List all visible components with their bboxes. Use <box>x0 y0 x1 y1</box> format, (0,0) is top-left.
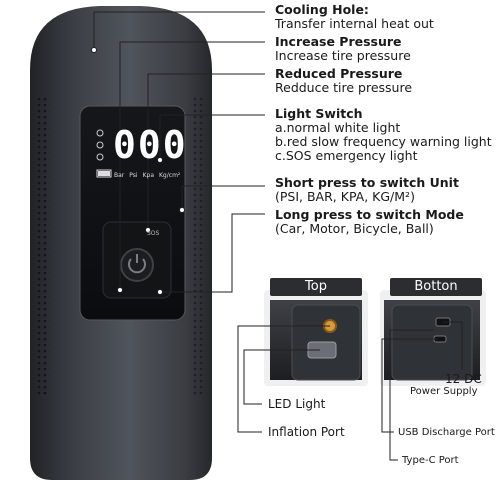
power-button-shape <box>120 248 154 282</box>
unit-kpa: Kpa <box>142 172 154 179</box>
reduced-pressure-desc: Redduce tire pressure <box>275 80 413 95</box>
cooling-holes <box>34 95 50 395</box>
cooling-hole-title: Cooling Hole: <box>275 2 369 17</box>
short-press-desc: (PSI, BAR, KPA, KG/M²) <box>275 189 415 204</box>
increase-pressure-title: Increase Pressure <box>275 34 402 49</box>
light-switch-title: Light Switch <box>275 106 363 121</box>
short-press-callout: Short press to switch Unit (PSI, BAR, KP… <box>275 176 459 204</box>
dc-value-label: 12 DC <box>445 372 482 386</box>
unit-bar: Bar <box>114 172 125 179</box>
bottom-tab: Botton <box>390 278 482 296</box>
power-supply-label: Power Supply <box>410 386 478 397</box>
pressure-display: 000 <box>113 123 188 167</box>
top-tab: Top <box>270 278 362 296</box>
increase-pressure-desc: Increase tire pressure <box>275 48 411 63</box>
unit-row: Bar Psi Kpa Kg/cm² <box>114 172 180 179</box>
light-switch-line-c: c.SOS emergency light <box>275 148 418 163</box>
reduced-pressure-callout: Reduced Pressure Redduce tire pressure <box>275 67 412 95</box>
inflation-port-label: Inflation Port <box>268 425 345 439</box>
long-press-title: Long press to switch Mode <box>275 207 464 222</box>
light-switch-callout: Light Switch a.normal white light b.red … <box>275 107 492 163</box>
light-switch-line-b: b.red slow frequency warning light <box>275 134 492 149</box>
sos-label: SOS <box>147 230 160 237</box>
unit-kgcm: Kg/cm² <box>159 172 181 179</box>
unit-psi: Psi <box>129 172 138 179</box>
light-switch-line-a: a.normal white light <box>275 120 401 135</box>
reduced-pressure-title: Reduced Pressure <box>275 66 403 81</box>
long-press-callout: Long press to switch Mode (Car, Motor, B… <box>275 208 464 236</box>
type-c-port-label: Type-C Port <box>402 455 459 466</box>
long-press-desc: (Car, Motor, Bicycle, Ball) <box>275 221 434 236</box>
short-press-title: Short press to switch Unit <box>275 175 459 190</box>
cooling-hole-desc: Transfer internal heat out <box>275 16 434 31</box>
cooling-hole-callout: Cooling Hole: Transfer internal heat out <box>275 3 434 31</box>
usb-discharge-port-label: USB Discharge Port <box>398 427 495 438</box>
led-light-label: LED Light <box>268 397 326 411</box>
increase-pressure-callout: Increase Pressure Increase tire pressure <box>275 35 411 63</box>
